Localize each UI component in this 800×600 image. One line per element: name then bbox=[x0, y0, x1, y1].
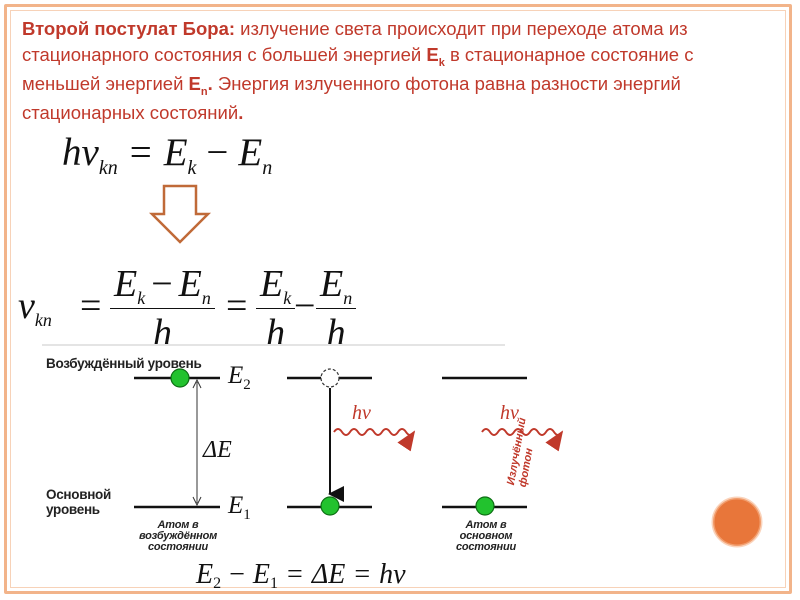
formula-energy-difference: E2−E1=ΔE=hν bbox=[196, 559, 406, 592]
f2-num1-E: E bbox=[114, 263, 138, 305]
period-2: . bbox=[238, 102, 244, 123]
f2-den3-h: h bbox=[326, 312, 346, 354]
e1-sub: 1 bbox=[243, 507, 251, 523]
hv-label-middle: hν bbox=[352, 402, 371, 424]
f1-k: k bbox=[187, 157, 197, 179]
f2-eq1: = bbox=[80, 285, 102, 327]
f2-num1-E2: E bbox=[178, 263, 202, 305]
f3-E2-sub: 2 bbox=[213, 575, 222, 592]
f2-num1-k: k bbox=[137, 288, 146, 308]
f1-h: h bbox=[62, 131, 82, 174]
f2-den2-h: h bbox=[266, 312, 286, 354]
electron-excited bbox=[170, 368, 190, 388]
photon-wave-right bbox=[481, 428, 564, 452]
decorative-orange-circle bbox=[713, 498, 761, 546]
f3-minus: − bbox=[229, 559, 245, 590]
f2-den2: h bbox=[256, 309, 295, 355]
f1-En: E bbox=[238, 131, 263, 174]
f2-eq2: = bbox=[226, 285, 248, 327]
f3-eq1: = bbox=[287, 559, 303, 590]
f2-fraction-3: En h bbox=[316, 262, 357, 355]
e1-symbol: E bbox=[228, 492, 244, 519]
f2-num3-n: n bbox=[343, 288, 353, 308]
electron-ground-middle bbox=[320, 496, 340, 516]
caption-excited-atom: Атом в возбуждённом состоянии bbox=[138, 519, 218, 553]
postulate-text: Второй постулат Бора: излучение света пр… bbox=[22, 16, 762, 126]
formula-frequency: νkn = Ek−En h = Ek h − En h bbox=[18, 262, 378, 354]
e2-sub: 2 bbox=[243, 377, 251, 393]
e1-label: E1 bbox=[228, 492, 251, 523]
text-part-2: в стационарное состояние с меньшей энерг… bbox=[22, 44, 694, 94]
en-subscript: n bbox=[200, 86, 208, 98]
f2-num3: En bbox=[316, 262, 357, 309]
f2-num2-E: E bbox=[260, 263, 284, 305]
ek-symbol: E bbox=[426, 44, 439, 65]
f3-E1-sub: 1 bbox=[270, 575, 279, 592]
f2-num2: Ek bbox=[256, 262, 296, 309]
f2-num1-minus: − bbox=[151, 263, 173, 305]
f1-kn: kn bbox=[98, 157, 118, 179]
f3-E1: E bbox=[252, 559, 271, 590]
f2-fraction-2: Ek h bbox=[256, 262, 296, 355]
f2-nu: ν bbox=[18, 285, 35, 327]
f2-num3-E: E bbox=[320, 263, 344, 305]
f1-minus: − bbox=[206, 131, 229, 174]
f3-E2: E bbox=[196, 559, 214, 590]
delta-top-arrow bbox=[192, 378, 202, 389]
postulate-title: Второй постулат Бора bbox=[22, 18, 229, 39]
f3-eq2: = bbox=[354, 559, 371, 590]
excited-level-label: Возбуждённый уровень bbox=[46, 356, 202, 371]
electron-ground-right bbox=[475, 496, 495, 516]
f3-hv: hν bbox=[379, 559, 406, 590]
delta-e-label: ΔE bbox=[203, 437, 232, 463]
f2-den1: h bbox=[152, 312, 172, 354]
hv-label-right: hν bbox=[500, 402, 519, 424]
ek-subscript: k bbox=[438, 57, 445, 69]
f1-n: n bbox=[262, 157, 273, 179]
f1-Ek: E bbox=[163, 131, 188, 174]
text-part-1: излучение света происходит при переходе … bbox=[22, 18, 688, 65]
delta-bottom-arrow bbox=[192, 496, 202, 507]
f2-fraction-1: Ek−En h bbox=[110, 262, 215, 355]
f1-nu: ν bbox=[81, 131, 99, 174]
f2-num2-k: k bbox=[283, 288, 292, 308]
f2-kn: kn bbox=[34, 310, 52, 330]
ground-level-label: Основной уровень bbox=[46, 487, 112, 517]
e2-symbol: E bbox=[228, 362, 244, 389]
slide-frame bbox=[4, 4, 792, 594]
caption-ground-atom: Атом в основном состоянии bbox=[455, 519, 517, 553]
e2-label: E2 bbox=[228, 362, 251, 393]
photon-wave-middle bbox=[333, 428, 416, 452]
f1-eq: = bbox=[129, 131, 152, 174]
f2-num1: Ek−En bbox=[110, 262, 215, 309]
f3-dE: ΔE bbox=[311, 559, 346, 590]
title-colon: : bbox=[228, 18, 236, 39]
text-part-3: Энергия излученного фотона равна разност… bbox=[22, 73, 681, 123]
f2-minus: − bbox=[294, 285, 316, 327]
f2-lhs: νkn bbox=[18, 284, 52, 330]
electron-vacated bbox=[320, 368, 340, 388]
f2-den3: h bbox=[316, 309, 356, 355]
period-1: . bbox=[207, 73, 213, 94]
f2-num1-n: n bbox=[201, 288, 211, 308]
en-symbol: E bbox=[188, 73, 201, 94]
formula-hv-equals-energy-difference: hνkn = Ek−En bbox=[62, 130, 272, 179]
